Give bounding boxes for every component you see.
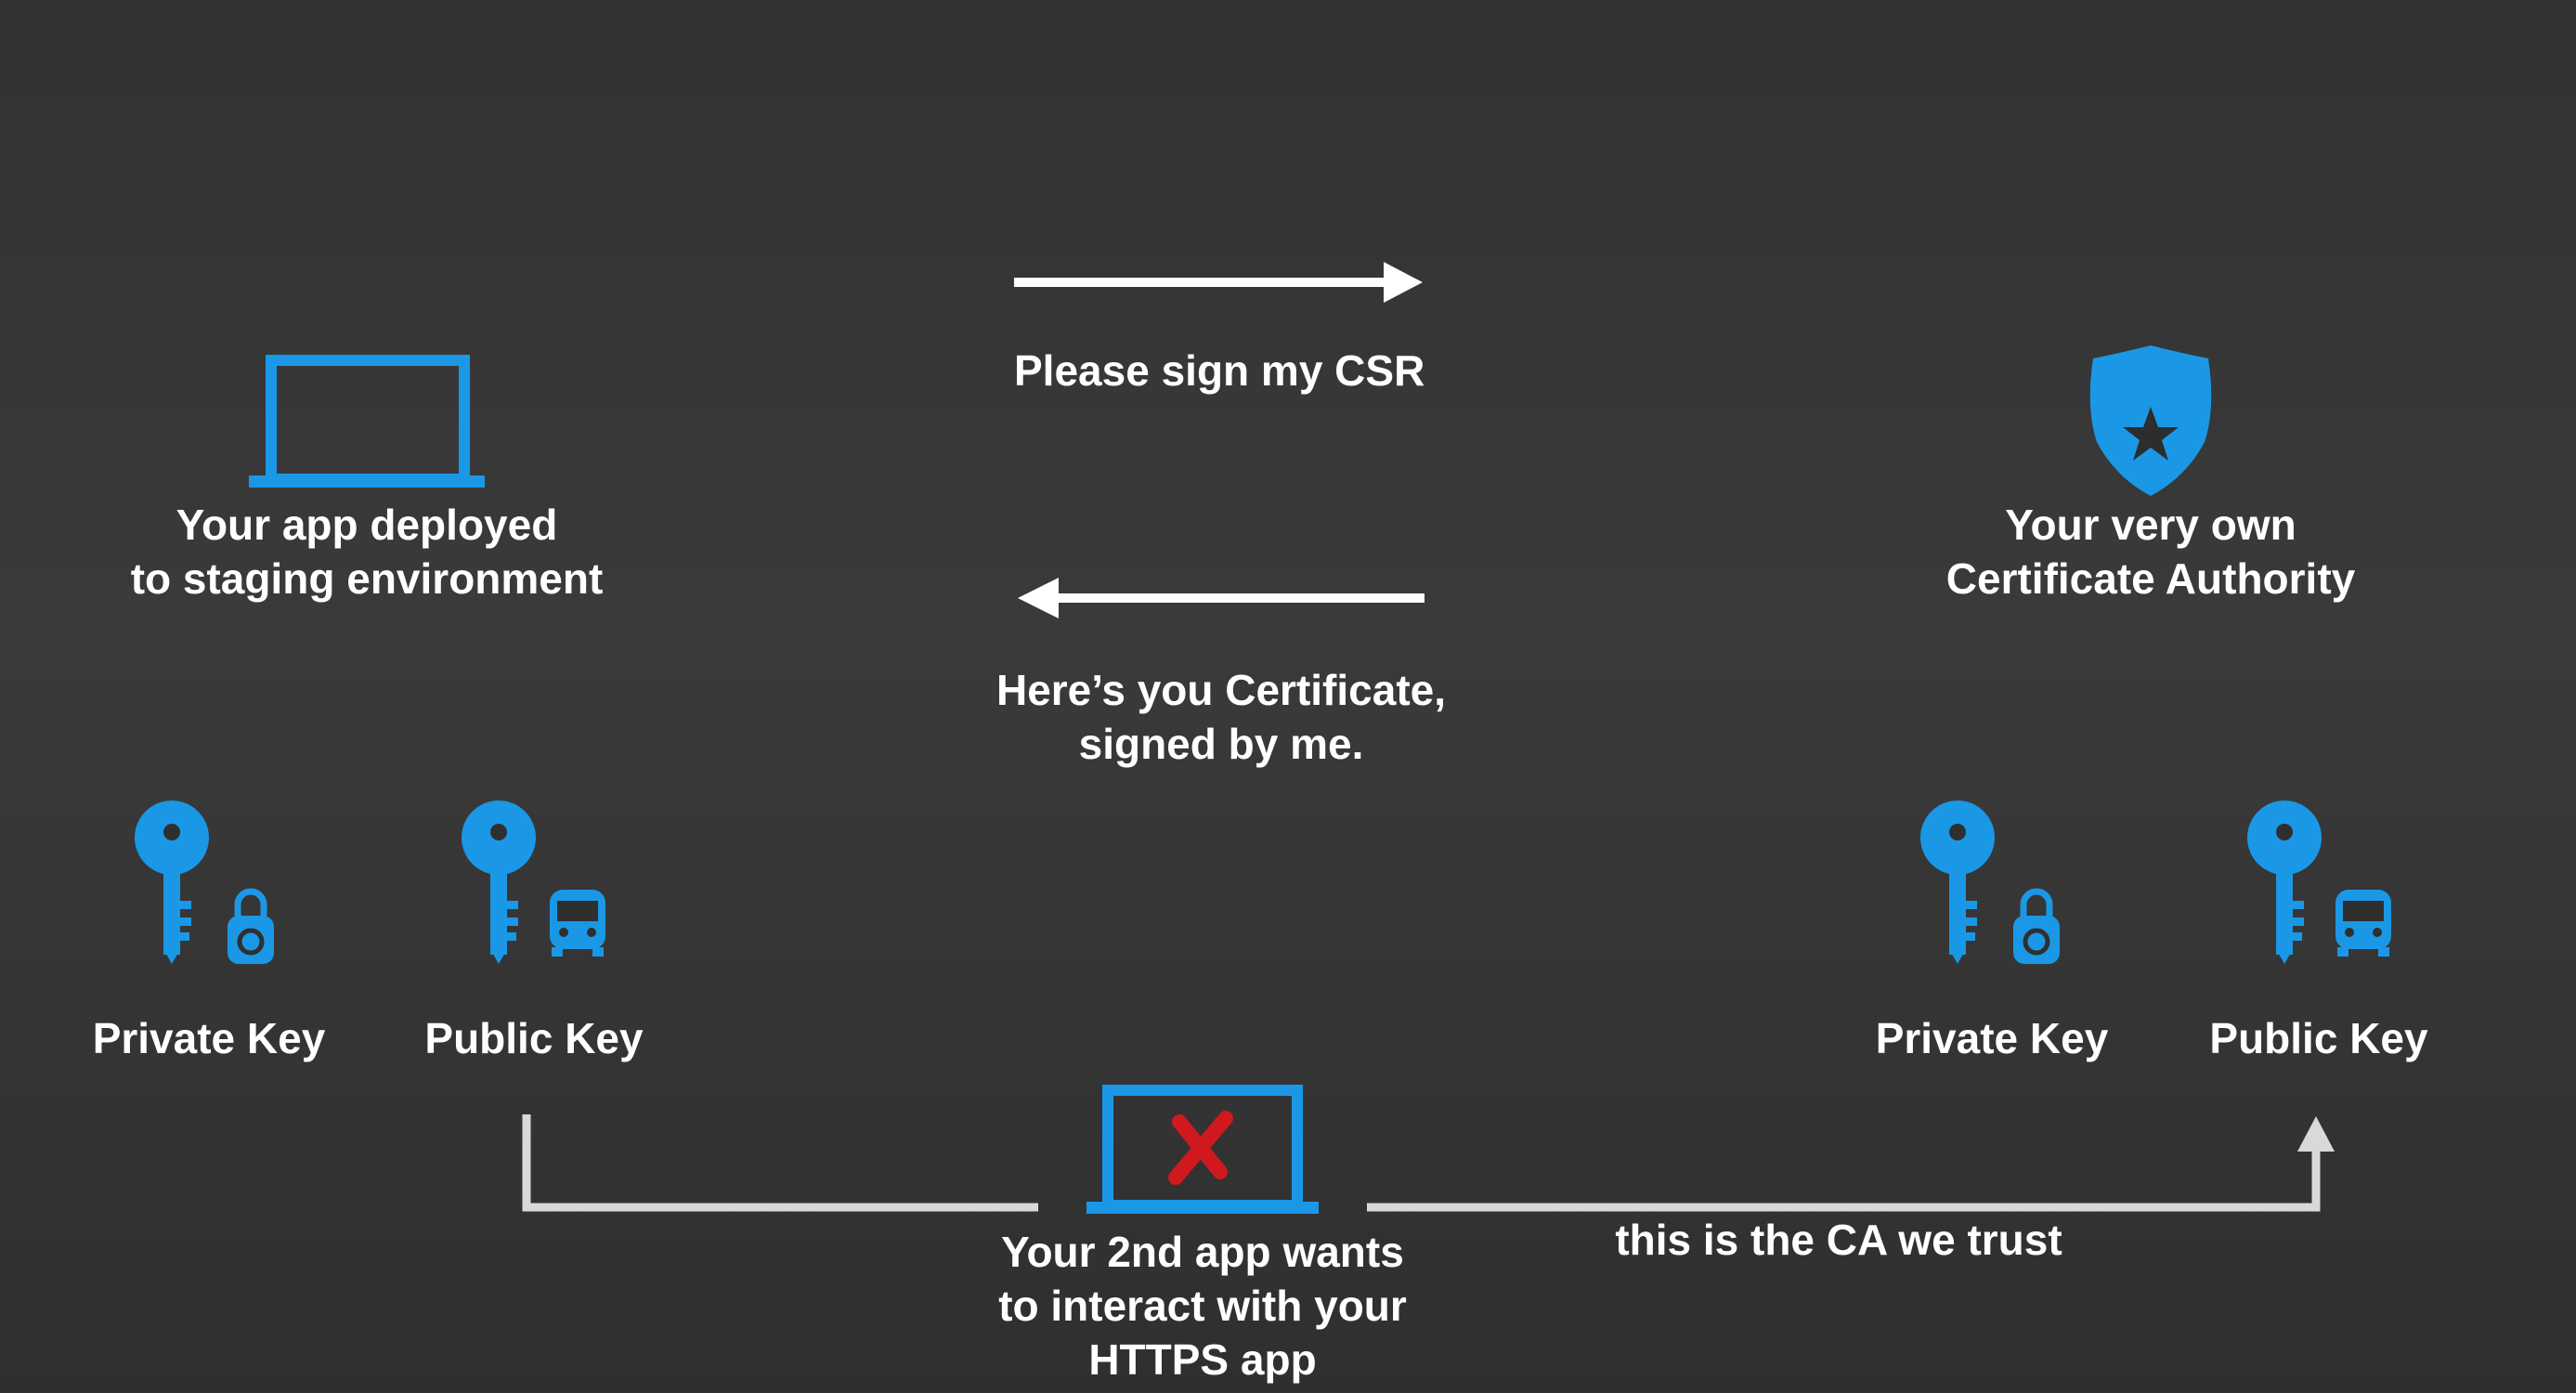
laptop-icon: [249, 355, 485, 488]
laptop-x-icon: [1086, 1085, 1319, 1214]
right-public-key-icon: [2247, 801, 2322, 964]
right-padlock-icon: [2013, 892, 2060, 964]
left-connector-line: [522, 1114, 1038, 1212]
trust-label: this is the CA we trust: [1615, 1216, 2062, 1264]
right-connector-arrow: [1367, 1116, 2335, 1212]
response-arrow: [1018, 578, 1425, 618]
left-bus-icon: [550, 890, 605, 957]
left-public-key-icon: [462, 801, 536, 964]
right-bus-icon: [2335, 890, 2391, 957]
left-private-key-label: Private Key: [92, 1014, 326, 1062]
left-public-key-label: Public Key: [424, 1014, 644, 1062]
right-private-key-icon: [1920, 801, 1995, 964]
right-private-key-label: Private Key: [1875, 1014, 2109, 1062]
left-private-key-icon: [135, 801, 209, 964]
app-label: Your app deployed to staging environment: [130, 501, 604, 603]
second-app-label: Your 2nd app wants to interact with your…: [998, 1228, 1407, 1384]
right-public-key-label: Public Key: [2209, 1014, 2428, 1062]
request-arrow: [1014, 262, 1423, 303]
sign-request-label: Please sign my CSR: [1014, 346, 1425, 395]
ca-label: Your very own Certificate Authority: [1945, 501, 2356, 603]
certificate-reply-label: Here’s you Certificate, signed by me.: [995, 666, 1447, 768]
left-padlock-icon: [228, 892, 274, 964]
shield-star-icon: [2089, 345, 2212, 496]
